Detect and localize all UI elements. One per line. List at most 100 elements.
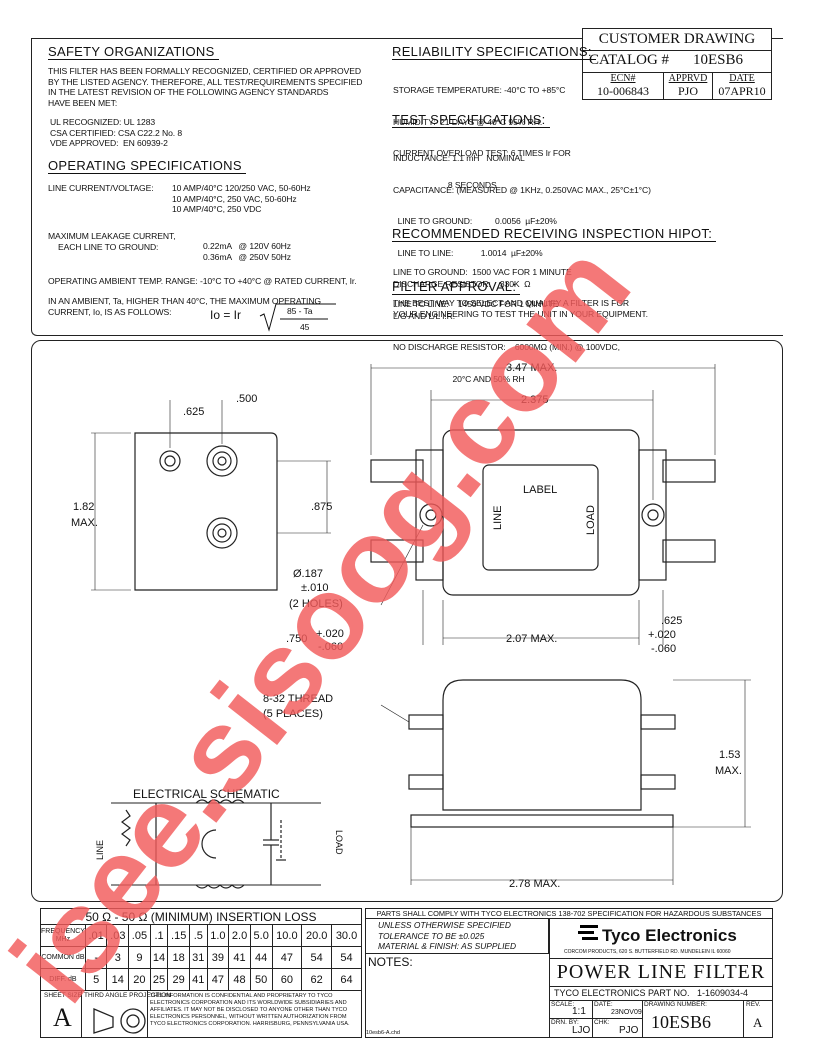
date-label: DATE <box>729 73 755 84</box>
insertion-loss-title: 50 Ω - 50 Ω (MINIMUM) INSERTION LOSS <box>40 908 362 925</box>
tyco-logo-icon <box>578 925 598 940</box>
unless-line: MATERIAL & FINISH: AS SUPPLIED <box>378 941 517 951</box>
cell: .03 <box>106 924 130 947</box>
cell: .5 <box>188 924 208 947</box>
approval-text: THE BEST WAY TO SELECT AND QUALIFY A FIL… <box>393 298 648 319</box>
cell: 5.0 <box>249 924 273 947</box>
side-view-body <box>134 432 278 591</box>
hipot-line: LINE TO GROUND: 1500 VAC FOR 1 MINUTE <box>393 267 572 277</box>
row-label: COMMON dB <box>40 946 86 969</box>
hipot-heading: RECOMMENDED RECEIVING INSPECTION HIPOT: <box>392 226 717 242</box>
dim-153: 1.53 <box>719 749 740 761</box>
cell: .05 <box>128 924 151 947</box>
apprvd-label: APPRVD <box>663 73 713 100</box>
test-line: LINE TO GROUND: 0.0056 µF±20% <box>393 216 557 226</box>
reliability-text: STORAGE TEMPERATURE: -40°C TO +85°C HUMI… <box>393 64 571 201</box>
leakage-label-1: MAXIMUM LEAKAGE CURRENT, <box>48 231 176 241</box>
cell: 39 <box>206 946 230 969</box>
line-value: 10 AMP/40°C, 250 VAC, 50-60Hz <box>172 193 297 204</box>
drawing-number-cell: DRAWING NUMBER:10ESB6 <box>643 1001 744 1038</box>
sqrt-symbol-icon <box>259 303 336 332</box>
sheet-size: A <box>53 1003 72 1032</box>
test-line: NO DISCHARGE RESISTOR: 6000MΩ (MIN.) @ 1… <box>393 342 620 352</box>
sheet-size-label: SHEET SIZE <box>44 992 82 999</box>
reliability-line: HUMIDITY: 21 DAYS @ 40°C 95% RH. <box>393 116 543 127</box>
cell: 3 <box>106 946 130 969</box>
reliability-line: 8 SECONDS <box>393 179 497 190</box>
dim-750-tolp: +.020 <box>316 628 344 640</box>
scale-cell: SCALE:1:1 <box>549 1001 593 1019</box>
tolerance-notes: UNLESS OTHERWISE SPECIFIED TOLERANCE TO … <box>366 919 549 954</box>
agency-ul: UL RECOGNIZED: UL 1283 <box>50 117 156 127</box>
apprvd-value: PJO <box>677 84 698 98</box>
derating-line: IN AN AMBIENT, Ta, HIGHER THAN 40°C, THE… <box>48 296 322 306</box>
third-angle-projection-icon <box>93 1008 146 1034</box>
safety-line: BY THE LISTED AGENCY. THEREFORE, ALL TES… <box>48 76 363 87</box>
cell: .01 <box>84 924 108 947</box>
test-text: INDUCTANCE: 1.1 mH NOMINAL CAPACITANCE: … <box>393 132 651 395</box>
rohs-compliance: PARTS SHALL COMPLY WITH TYCO ELECTRONICS… <box>366 909 772 919</box>
approval-line: THE BEST WAY TO SELECT AND QUALIFY A FIL… <box>393 298 630 308</box>
label-text: LABEL <box>523 484 557 496</box>
line-current-label: LINE CURRENT/VOLTAGE: <box>48 183 154 193</box>
front-view-body <box>442 679 642 811</box>
cell: 31 <box>188 946 208 969</box>
cell: 29 <box>167 968 190 991</box>
schematic-load: LOAD <box>334 830 344 855</box>
formula-denominator: 45 <box>300 322 310 332</box>
dim-625b: .625 <box>661 615 682 627</box>
cell: .15 <box>167 924 190 947</box>
hole-count: (2 HOLES) <box>289 598 343 610</box>
notes-label: NOTES: <box>368 955 413 969</box>
date-value: 07APR10 <box>718 84 766 98</box>
derating-text: IN AN AMBIENT, Ta, HIGHER THAN 40°C, THE… <box>48 296 321 317</box>
line-current-values: 10 AMP/40°C 120/250 VAC, 50-60Hz 10 AMP/… <box>172 183 311 215</box>
brand-name: Tyco Electronics <box>602 926 737 945</box>
checked-label: CHK: <box>594 1019 610 1026</box>
dim-182-max: MAX. <box>71 517 98 529</box>
unless-line: UNLESS OTHERWISE SPECIFIED <box>378 920 511 930</box>
drawing-number: 10ESB6 <box>651 1012 712 1032</box>
cell: 20.0 <box>301 924 333 947</box>
scale-value: 1:1 <box>572 1006 586 1017</box>
catalog-label: CATALOG # <box>589 52 670 68</box>
confidential-notice: THIS INFORMATION IS CONFIDENTIAL AND PRO… <box>150 993 350 1027</box>
cell: 5 <box>84 968 108 991</box>
dim-500: .500 <box>236 393 257 405</box>
row-label: FREQUENCY MHz <box>40 924 86 947</box>
derating-line: CURRENT, Io, IS AS FOLLOWS: <box>48 306 172 317</box>
mechanical-drawing: 3.47 MAX. 2.375 .500 .625 1.82 MAX. .875… <box>71 362 751 890</box>
formula-lhs: Io = Ir <box>210 308 242 322</box>
cell: 9 <box>128 946 151 969</box>
safety-line: HAVE BEEN MET: <box>48 97 118 108</box>
ambient-range: OPERATING AMBIENT TEMP. RANGE: -10°C TO … <box>48 276 357 286</box>
dim-153-max: MAX. <box>715 765 742 777</box>
cell: 2.0 <box>228 924 251 947</box>
drawn-by-cell: DRN. BY:LJO <box>549 1019 593 1038</box>
test-line: DISCHARGE RESISTOR: 330K Ω <box>393 279 531 289</box>
customer-drawing-box: CUSTOMER DRAWING CATALOG # 10ESB6 ECN# A… <box>582 28 772 100</box>
leakage-label: MAXIMUM LEAKAGE CURRENT, EACH LINE TO GR… <box>48 231 176 252</box>
cell: 1.0 <box>206 924 230 947</box>
dim-2375: 2.375 <box>521 394 549 406</box>
cell: 20 <box>128 968 151 991</box>
top-frame <box>31 38 783 336</box>
row-label: DIFF. dB <box>40 968 86 991</box>
dim-625b-tolm: -.060 <box>651 643 676 655</box>
cell: .1 <box>149 924 169 947</box>
cell: 47 <box>271 946 303 969</box>
reliability-heading: RELIABILITY SPECIFICATIONS: <box>392 44 596 60</box>
reliability-line: CURRENT OVERLOAD TEST: 6 TIMES Ir FOR <box>393 148 571 158</box>
checked-cell: CHK:PJO <box>593 1019 643 1038</box>
cell: 14 <box>106 968 130 991</box>
test-heading: TEST SPECIFICATIONS: <box>392 112 550 128</box>
title-block: PARTS SHALL COMPLY WITH TYCO ELECTRONICS… <box>365 908 773 1038</box>
footer-left: SHEET SIZE A THIRD ANGLE PROJECTION THIS… <box>40 990 362 1038</box>
date-cell: DATE:23NOV09 <box>593 1001 643 1019</box>
safety-text: THIS FILTER HAS BEEN FORMALLY RECOGNIZED… <box>48 66 362 108</box>
safety-heading: SAFETY ORGANIZATIONS <box>48 44 219 60</box>
reliability-line: STORAGE TEMPERATURE: -40°C TO +85°C <box>393 85 566 95</box>
